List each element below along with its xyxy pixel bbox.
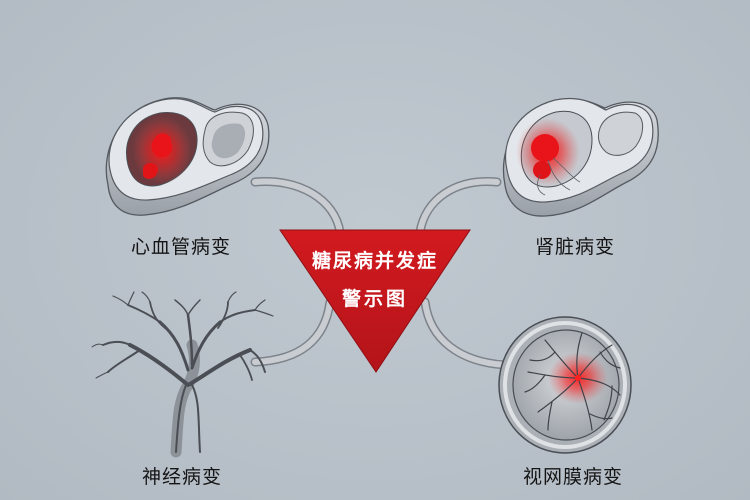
- nerve-tree-icon: [91, 291, 274, 458]
- label-cardiovascular: 心血管病变: [131, 236, 232, 258]
- heart-cross-section-icon: [105, 97, 270, 216]
- label-retina: 视网膜病变: [523, 466, 624, 488]
- label-kidney: 肾脏病变: [535, 236, 616, 258]
- center-warning-triangle: [279, 229, 471, 373]
- label-nerve: 神经病变: [142, 466, 223, 488]
- connector-tubes: [250, 177, 510, 370]
- retina-eye-icon: [498, 316, 632, 454]
- center-subtitle: 警示图: [341, 288, 408, 310]
- kidney-cross-section-icon: [502, 98, 659, 217]
- center-title: 糖尿病并发症: [311, 250, 438, 272]
